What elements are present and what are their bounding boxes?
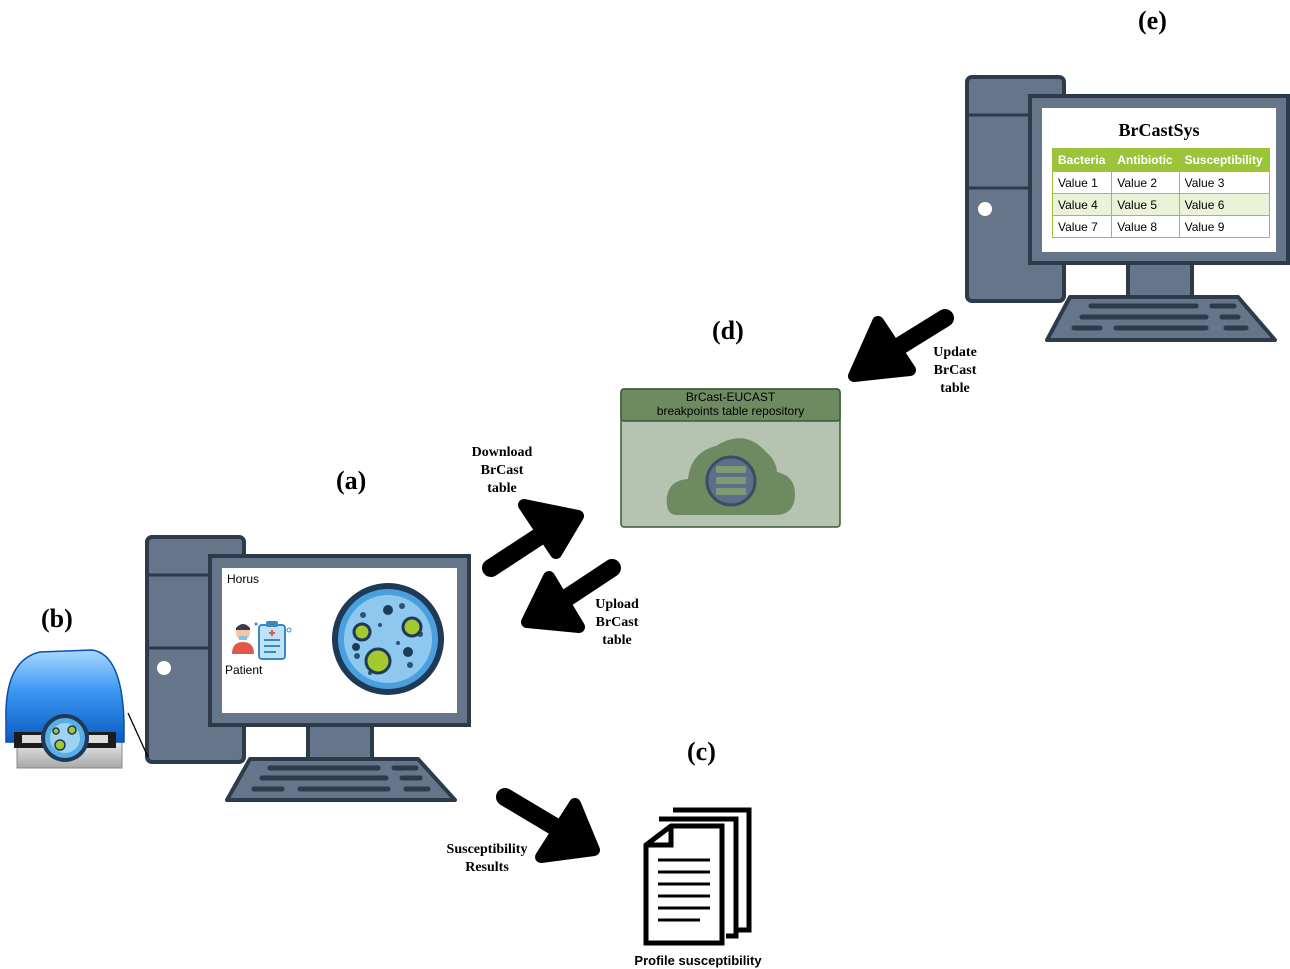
table-cell: Value 3 [1178, 171, 1271, 194]
table-row: Value 4 Value 5 Value 6 [1051, 193, 1271, 216]
table-cell: Value 6 [1178, 193, 1271, 216]
repository-title-line2: breakpoints table repository [656, 404, 805, 418]
table-cell: Value 2 [1111, 171, 1180, 194]
brcastsys-table: Bacteria Antibiotic Susceptibility Value… [1051, 148, 1271, 238]
table-cell: Value 9 [1178, 215, 1271, 238]
label-b: (b) [41, 604, 73, 633]
repository-title-line1: BrCast-EUCAST [685, 390, 776, 404]
results-arrow [496, 788, 600, 863]
upload-label-line: BrCast [595, 615, 639, 630]
patient-label: Patient [225, 663, 263, 677]
table-cell: Value 8 [1111, 215, 1180, 238]
update-label: Update BrCast table [925, 344, 985, 398]
results-label-line: Susceptibility [446, 842, 528, 857]
table-cell: Value 7 [1051, 215, 1113, 238]
update-arrow [848, 309, 954, 382]
table-header-row: Bacteria Antibiotic Susceptibility [1051, 148, 1271, 172]
table-cell: Value 5 [1111, 193, 1180, 216]
table-row: Value 7 Value 8 Value 9 [1051, 215, 1271, 238]
label-c: (c) [687, 737, 716, 766]
table-header-cell: Susceptibility [1178, 148, 1271, 172]
petri-dish-icon [332, 583, 444, 695]
table-header-cell: Bacteria [1051, 148, 1113, 172]
table-header-cell: Antibiotic [1111, 148, 1180, 172]
results-label-line: Results [465, 860, 509, 875]
update-label-line: BrCast [933, 363, 977, 378]
table-cell: Value 1 [1051, 171, 1113, 194]
download-label-line: BrCast [480, 463, 524, 478]
scanner-device [5, 649, 149, 769]
upload-label-line: table [602, 633, 632, 648]
table-row: Value 1 Value 2 Value 3 [1051, 171, 1271, 194]
repository-title: BrCast-EUCAST breakpoints table reposito… [621, 390, 840, 418]
download-arrow [482, 499, 584, 577]
clipboard-icon [254, 621, 292, 660]
repository-box [620, 388, 841, 528]
patient-icon [232, 624, 254, 654]
table-cell: Value 4 [1051, 193, 1113, 216]
upload-label: Upload BrCast table [582, 596, 652, 650]
label-d: (d) [712, 316, 744, 345]
download-label: Download BrCast table [462, 444, 542, 498]
brcastsys-title: BrCastSys [1118, 120, 1200, 140]
bacteria-icon [352, 605, 423, 675]
upload-arrow [521, 559, 621, 633]
download-label-line: table [487, 481, 517, 496]
document-stack-icon [643, 807, 752, 946]
label-e: (e) [1138, 6, 1167, 35]
results-label: Susceptibility Results [437, 841, 537, 877]
label-a: (a) [336, 466, 367, 495]
upload-label-line: Upload [595, 597, 639, 612]
update-label-line: Update [933, 345, 977, 360]
download-label-line: Download [471, 445, 533, 460]
update-label-line: table [940, 381, 970, 396]
document-caption: Profile susceptibility [634, 953, 762, 968]
horus-app-title: Horus [227, 572, 260, 586]
database-icon [705, 455, 757, 507]
